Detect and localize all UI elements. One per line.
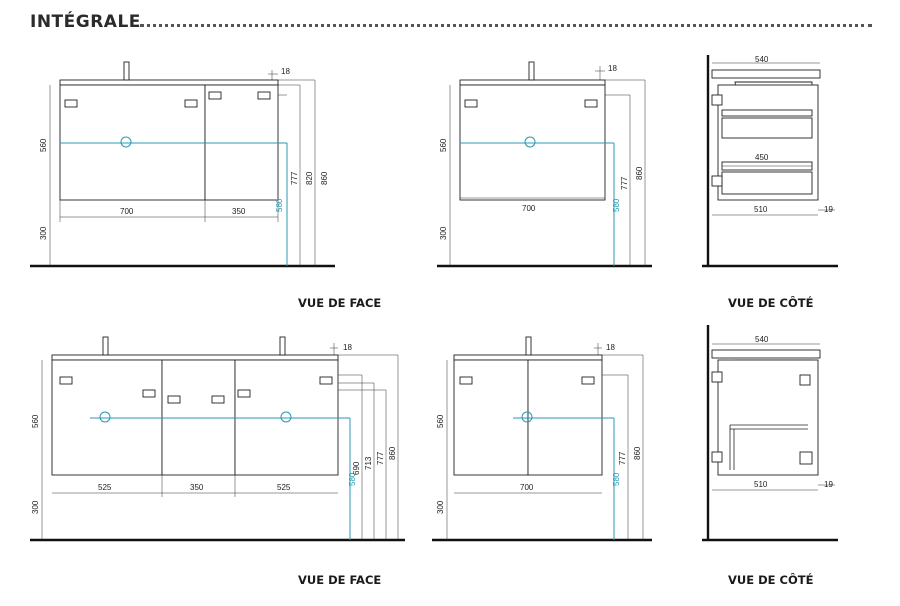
basin-top <box>453 354 603 361</box>
dim-580: 580 <box>275 198 284 212</box>
dim-700: 700 <box>520 483 534 492</box>
caption-top-front: VUE DE FACE <box>298 296 382 310</box>
faucet-icon <box>528 61 535 81</box>
drain-icon <box>280 411 292 423</box>
dim-525: 525 <box>98 483 112 492</box>
dim-777: 777 <box>620 176 629 190</box>
hinge-icon <box>184 99 198 108</box>
faucet-icon <box>102 336 109 356</box>
dim-700: 700 <box>522 204 536 213</box>
drain-icon <box>521 411 533 423</box>
dim-560: 560 <box>436 414 445 428</box>
hinge-icon <box>208 91 222 100</box>
dim-560: 560 <box>39 138 48 152</box>
dim-18: 18 <box>343 343 352 352</box>
dim-860: 860 <box>320 171 329 185</box>
dim-690: 690 <box>352 461 361 475</box>
dim-300: 300 <box>436 500 445 514</box>
faucet-icon <box>279 336 286 356</box>
front-view-1400: 580 560 300 525 350 525 690 713 777 860 … <box>30 336 405 542</box>
wall-fixing-icon <box>711 371 723 383</box>
hinge-icon <box>319 376 333 385</box>
hinge-icon <box>464 99 478 108</box>
dim-18: 18 <box>608 64 617 73</box>
dim-560: 560 <box>31 414 40 428</box>
dim-700: 700 <box>120 207 134 216</box>
dim-580: 580 <box>612 198 621 212</box>
dim-777: 777 <box>290 171 299 185</box>
dim-18: 18 <box>606 343 615 352</box>
wall-fixing-icon <box>711 451 723 463</box>
hinge-icon <box>237 389 251 398</box>
hinge-icon <box>459 376 473 385</box>
page-title: INTÉGRALE <box>30 12 141 32</box>
dim-540: 540 <box>755 55 769 64</box>
hinge-icon <box>257 91 271 100</box>
fixing-icon <box>799 451 813 465</box>
dim-300: 300 <box>31 500 40 514</box>
wall-fixing-icon <box>711 175 723 187</box>
basin-top <box>59 79 279 86</box>
dim-18: 18 <box>281 67 290 76</box>
basin-top <box>711 69 821 79</box>
dim-580: 580 <box>612 472 621 486</box>
caption-top-side: VUE DE CÔTÉ <box>728 296 814 310</box>
basin-top <box>459 79 606 86</box>
drain-icon <box>99 411 111 423</box>
dim-777: 777 <box>618 451 627 465</box>
dim-560: 560 <box>439 138 448 152</box>
dim-777: 777 <box>376 451 385 465</box>
hinge-icon <box>584 99 598 108</box>
dim-350: 350 <box>232 207 246 216</box>
drain-icon <box>120 136 132 148</box>
caption-bottom-side: VUE DE CÔTÉ <box>728 573 814 587</box>
basin-top <box>51 354 339 361</box>
dim-540: 540 <box>755 335 769 344</box>
dim-713: 713 <box>364 456 373 470</box>
dim-860: 860 <box>635 166 644 180</box>
dim-19: 19 <box>824 480 833 489</box>
dim-820: 820 <box>305 171 314 185</box>
dim-19: 19 <box>824 205 833 214</box>
caption-bottom-front: VUE DE FACE <box>298 573 382 587</box>
dim-860: 860 <box>388 446 397 460</box>
front-view-700-doors: 580 560 300 700 777 860 18 <box>432 336 652 542</box>
fixing-icon <box>799 374 811 386</box>
dim-300: 300 <box>439 226 448 240</box>
hinge-icon <box>211 395 225 404</box>
dim-300: 300 <box>39 226 48 240</box>
front-view-700: 580 560 300 700 777 860 18 <box>437 61 652 268</box>
faucet-icon <box>525 336 532 356</box>
hinge-icon <box>59 376 73 385</box>
basin-top <box>711 349 821 359</box>
dim-450: 450 <box>755 153 769 162</box>
dim-510: 510 <box>754 205 768 214</box>
wall-fixing-icon <box>711 94 723 106</box>
faucet-icon <box>123 61 130 81</box>
title-dotted-rule <box>140 24 872 27</box>
hinge-icon <box>167 395 181 404</box>
drain-icon <box>524 136 536 148</box>
dim-860: 860 <box>633 446 642 460</box>
hinge-icon <box>142 389 156 398</box>
side-view-top: 540 450 510 19 <box>702 55 838 268</box>
dim-525: 525 <box>277 483 291 492</box>
hinge-icon <box>64 99 78 108</box>
dim-510: 510 <box>754 480 768 489</box>
dim-580: 580 <box>348 472 357 486</box>
side-view-bottom: 540 510 19 <box>702 325 838 542</box>
dim-350: 350 <box>190 483 204 492</box>
front-view-1050: 580 560 300 700 350 777 820 860 18 <box>30 61 335 268</box>
hinge-icon <box>581 376 595 385</box>
